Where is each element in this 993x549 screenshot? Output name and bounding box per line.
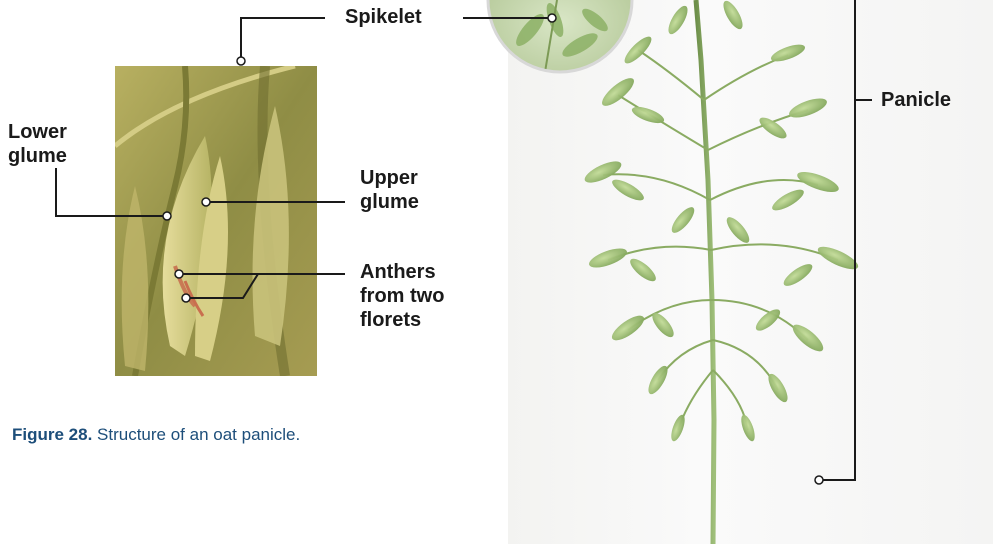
upper-glume-marker xyxy=(202,198,210,206)
spikelet-magnifier-marker xyxy=(548,14,556,22)
anthers-label: Anthers from two florets xyxy=(360,260,444,332)
lower-glume-label-line2: glume xyxy=(8,144,67,168)
anthers-label-line1: Anthers xyxy=(360,260,444,284)
panicle-bracket xyxy=(822,0,855,480)
spikelet-leader-to-closeup xyxy=(241,18,325,61)
upper-glume-label: Upper glume xyxy=(360,166,419,214)
figure-number: Figure 28. xyxy=(12,425,92,444)
lower-glume-leader xyxy=(56,168,163,216)
upper-glume-label-line1: Upper xyxy=(360,166,419,190)
spikelet-closeup-marker xyxy=(237,57,245,65)
anthers-label-line3: florets xyxy=(360,308,444,332)
lower-glume-label: Lower glume xyxy=(8,120,67,168)
anthers-leader-lower xyxy=(188,274,258,298)
figure-caption-text: Structure of an oat panicle. xyxy=(92,425,300,444)
anthers-label-line2: from two xyxy=(360,284,444,308)
panicle-label: Panicle xyxy=(881,88,951,112)
upper-glume-label-line2: glume xyxy=(360,190,419,214)
figure-caption: Figure 28. Structure of an oat panicle. xyxy=(12,425,300,445)
lower-glume-marker xyxy=(163,212,171,220)
lower-glume-label-line1: Lower xyxy=(8,120,67,144)
anther-marker-1 xyxy=(175,270,183,278)
panicle-marker xyxy=(815,476,823,484)
anther-marker-2 xyxy=(182,294,190,302)
spikelet-label: Spikelet xyxy=(345,5,422,29)
